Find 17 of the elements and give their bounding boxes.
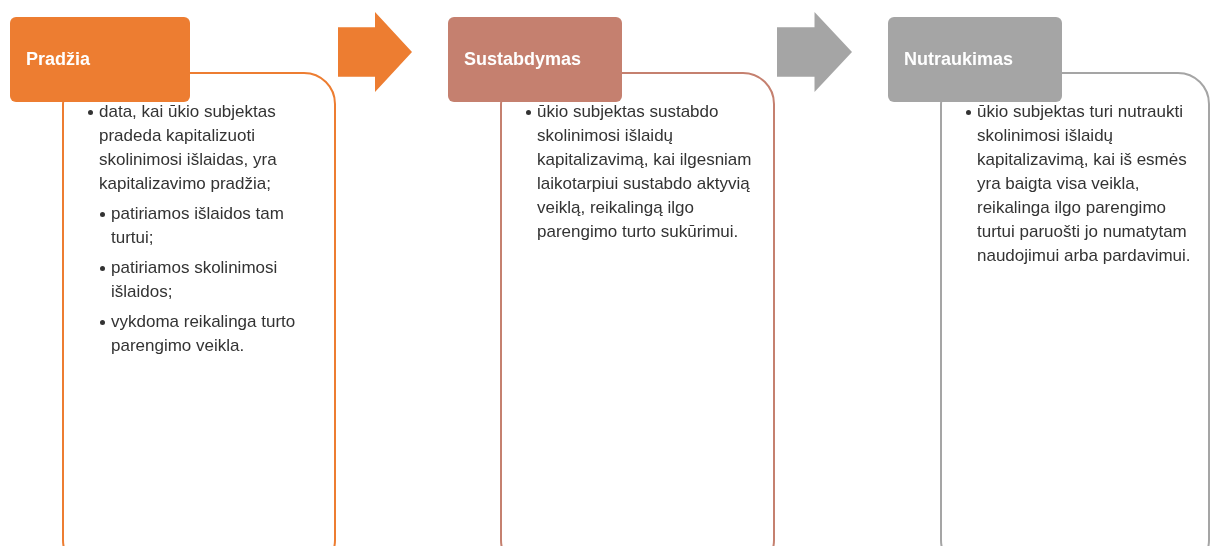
bullet-text: patiriamos išlaidos tam turtui; xyxy=(111,203,285,249)
description-card xyxy=(62,72,336,546)
description-card xyxy=(500,72,775,546)
bullet-text: vykdoma reikalinga turto parengimo veikla. xyxy=(111,311,297,357)
bullet-text: data, kai ūkio subjektas pradeda kapitalizuoti skolinimosi išlaidas, yra kapitalizavimo pradžia; xyxy=(99,101,278,195)
bullet-text: ūkio subjektas turi nutraukti skolinimosi išlaidų kapitalizavimą, kai iš esmės yra baigta visa veikla, reikalinga ilgo parengimo turtui paruošti jo numatytam naudojimui arba pardavimui. xyxy=(977,101,1192,267)
stage-header xyxy=(888,17,1062,102)
description-card xyxy=(940,72,1210,546)
header-text: Sustabdymas xyxy=(464,48,582,71)
block-arrow xyxy=(338,12,412,92)
bullet-text: patiriamos skolinimosi išlaidos; xyxy=(111,257,279,303)
block-arrow xyxy=(777,12,852,92)
header-text: Pradžia xyxy=(26,48,91,71)
stage-header xyxy=(448,17,622,102)
stage-header xyxy=(10,17,190,102)
bullet-text: ūkio subjektas sustabdo skolinimosi išlaidų kapitalizavimą, kai ilgesniam laikotarpiui sustabdo aktyvią veiklą, reikalingą ilgo parengimo turto sukūrimui. xyxy=(537,101,753,243)
header-text: Nutraukimas xyxy=(904,48,1014,71)
